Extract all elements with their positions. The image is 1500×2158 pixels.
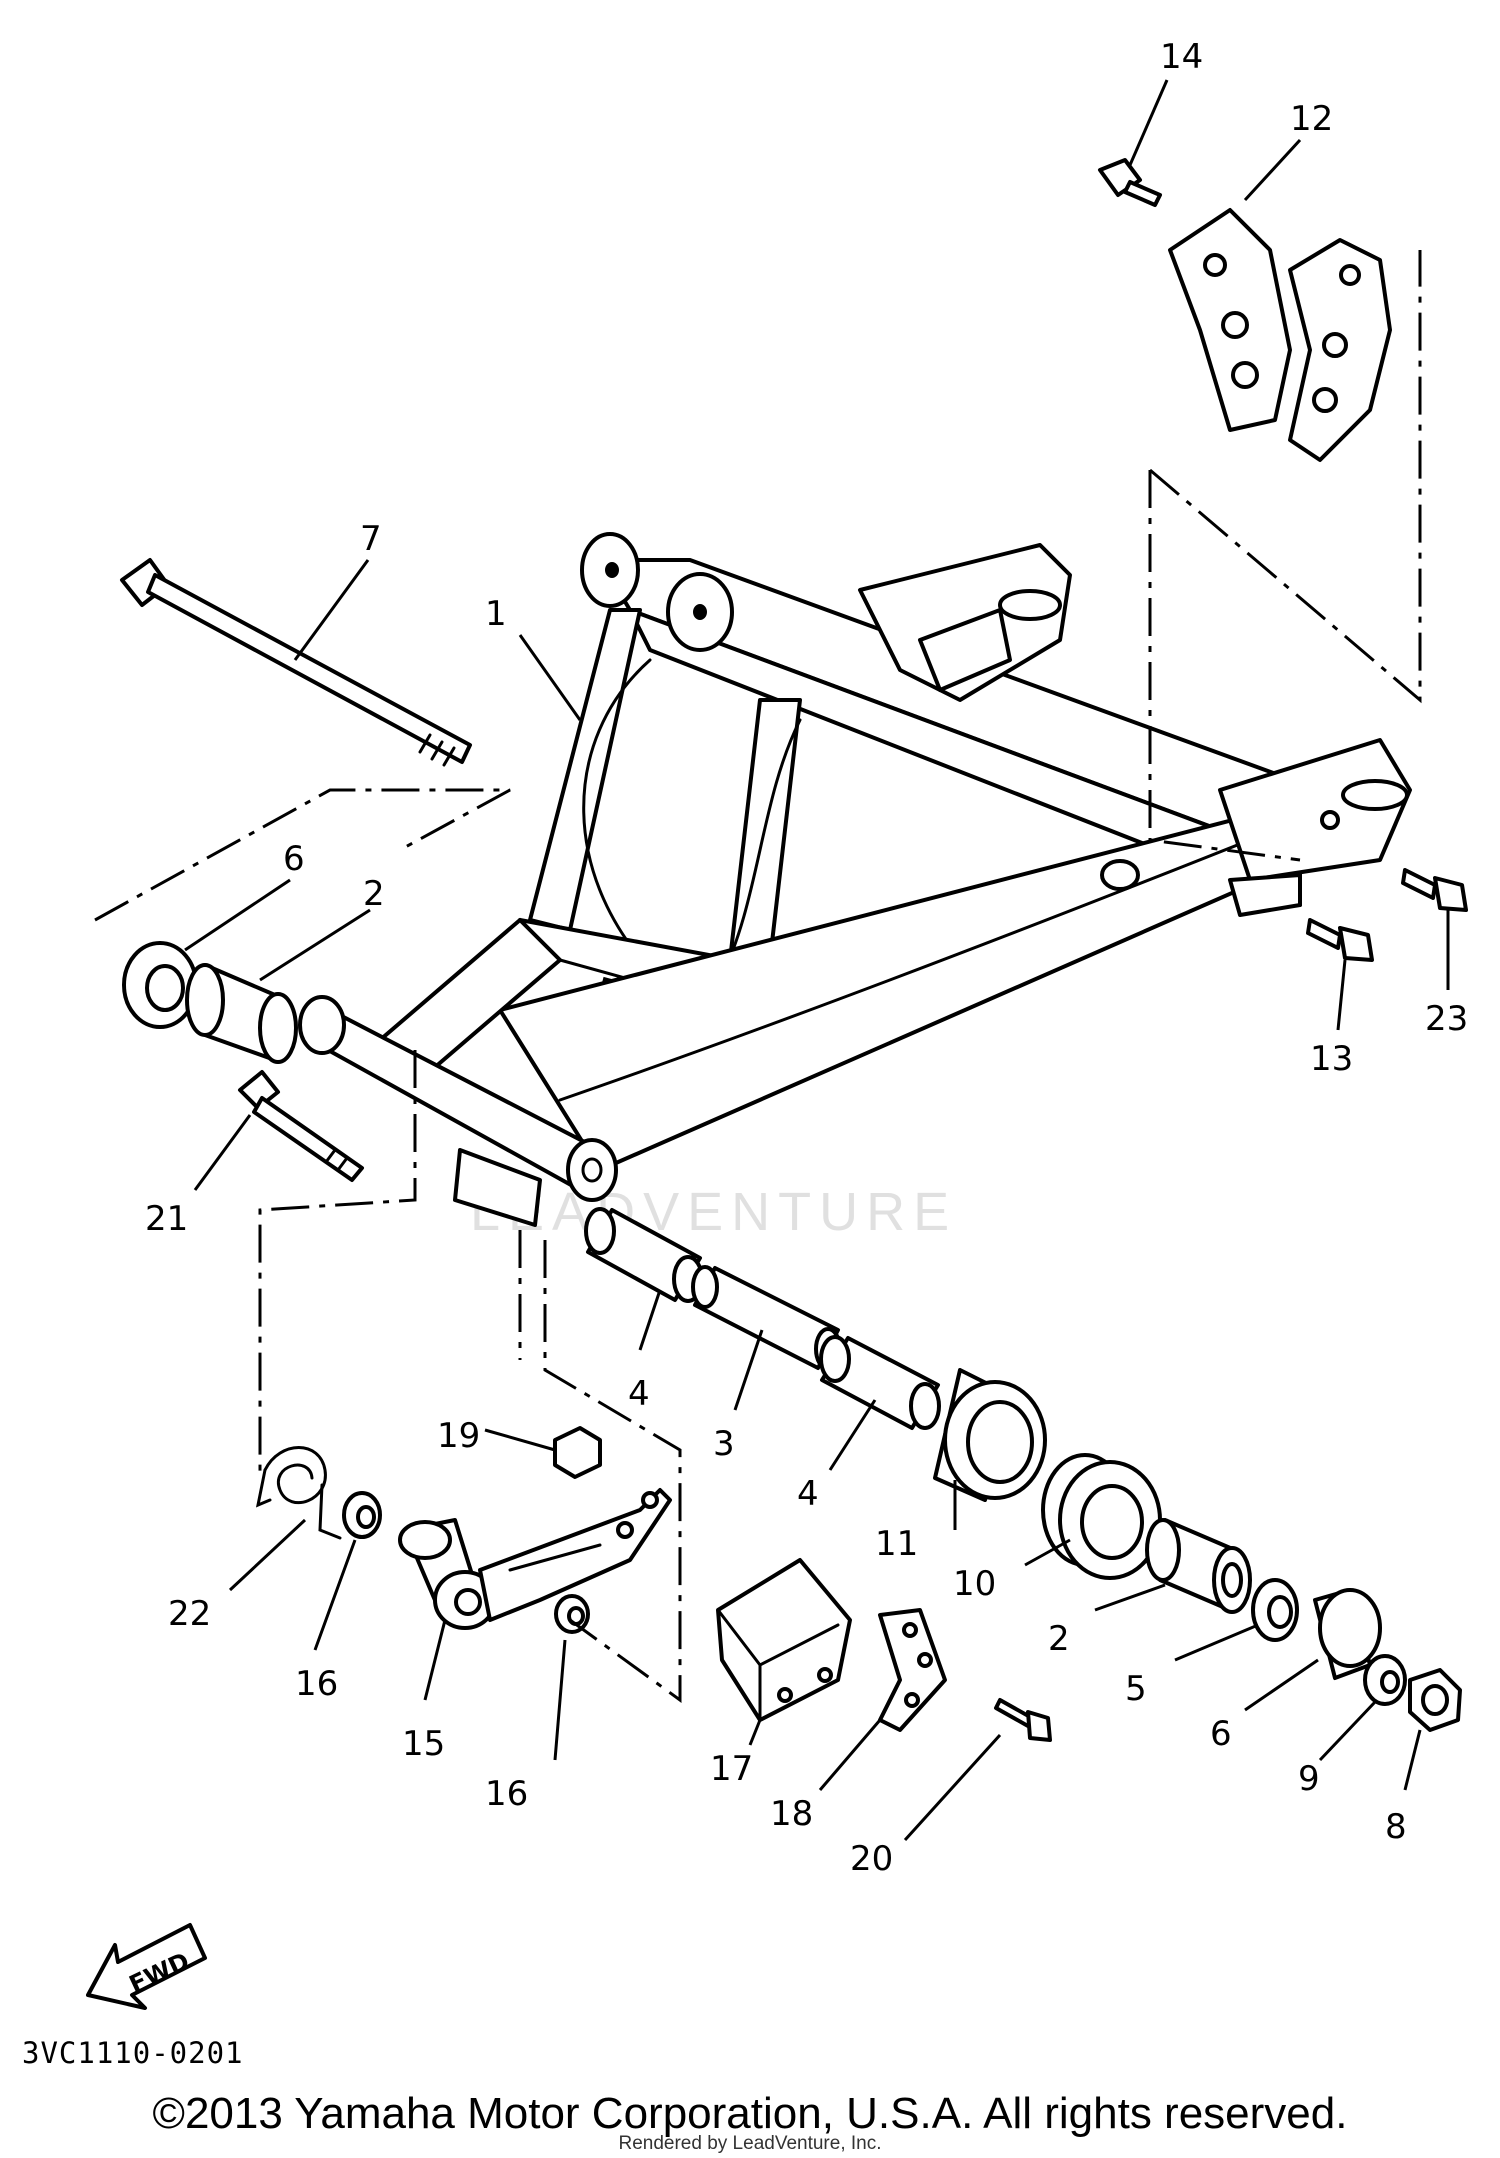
bolt-23 [1401, 868, 1468, 912]
callout-2-left: 2 [363, 874, 385, 914]
callout-6-right: 6 [1210, 1714, 1232, 1754]
bolt-21 [238, 1070, 364, 1182]
callout-1: 1 [485, 594, 507, 634]
nut-19 [553, 1426, 602, 1479]
collar-3 [691, 1265, 842, 1371]
callout-14: 14 [1160, 37, 1203, 77]
collar-16-a [342, 1491, 382, 1539]
collar-2-left [185, 963, 298, 1064]
callout-8: 8 [1385, 1807, 1407, 1847]
callout-23: 23 [1425, 999, 1468, 1039]
seal-11 [933, 1368, 1047, 1502]
leader-lines [184, 79, 1450, 1842]
callout-17: 17 [710, 1749, 753, 1789]
washer-9 [1363, 1654, 1407, 1706]
callout-11: 11 [875, 1524, 918, 1564]
bracket-15 [398, 1488, 672, 1630]
pivot-shaft [120, 558, 472, 767]
callout-7: 7 [360, 519, 382, 559]
fwd-arrow-icon: FWD [86, 1923, 207, 2010]
bearing-6-left [122, 941, 198, 1029]
callout-4-b: 4 [797, 1474, 819, 1514]
callout-6-left: 6 [283, 839, 305, 879]
nut-8 [1408, 1668, 1462, 1732]
bolt-20 [994, 1698, 1052, 1742]
copyright-notice: ©2013 Yamaha Motor Corporation, U.S.A. A… [152, 2089, 1348, 2138]
washer-5 [1251, 1578, 1299, 1642]
bushing-4-a [584, 1207, 704, 1303]
callout-18: 18 [770, 1794, 813, 1834]
assembly-lines [94, 250, 1422, 1703]
callout-3: 3 [713, 1424, 735, 1464]
bushing-4-b [819, 1335, 941, 1430]
block-17 [716, 1558, 852, 1722]
chain-guide [1168, 208, 1392, 462]
callout-2-right: 2 [1048, 1619, 1070, 1659]
drawing-code: 3VC1110-0201 [22, 2036, 244, 2070]
callout-21: 21 [145, 1199, 188, 1239]
collar-16-b [554, 1594, 590, 1634]
rendered-by-notice: Rendered by LeadVenture, Inc. [618, 2133, 882, 2154]
collar-2-right [1145, 1518, 1252, 1614]
bolt-13 [1306, 918, 1374, 962]
callout-9: 9 [1298, 1759, 1320, 1799]
callout-13: 13 [1310, 1039, 1353, 1079]
swingarm [298, 532, 1412, 1227]
callout-22: 22 [168, 1594, 211, 1634]
callout-10: 10 [953, 1564, 996, 1604]
bolt-14 [1098, 158, 1162, 207]
callout-numbers: 14 12 7 1 6 2 23 13 21 4 3 4 19 11 10 22… [145, 37, 1468, 1879]
callout-16-a: 16 [295, 1664, 338, 1704]
callout-15: 15 [402, 1724, 445, 1764]
callout-5: 5 [1125, 1669, 1147, 1709]
callout-4-a: 4 [628, 1374, 650, 1414]
watermark: LEADVENTURE [470, 1182, 957, 1242]
callout-16-b: 16 [485, 1774, 528, 1814]
callout-19: 19 [437, 1416, 480, 1456]
callout-12: 12 [1290, 99, 1333, 139]
plate-18 [878, 1608, 947, 1732]
spring-22 [255, 1446, 342, 1540]
seal-10 [1041, 1453, 1162, 1580]
callout-20: 20 [850, 1839, 893, 1879]
